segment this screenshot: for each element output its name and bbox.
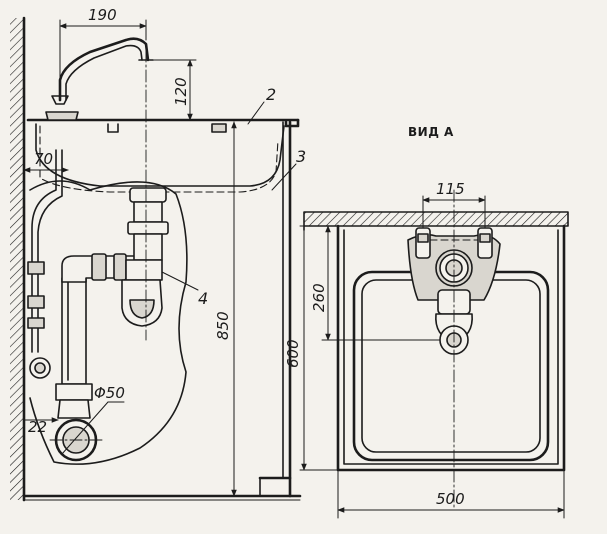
pipe-offset-value: 22 xyxy=(28,418,47,436)
dim-pipe-offset: 22 xyxy=(23,417,59,436)
faucet xyxy=(45,37,154,121)
sink-depth-value: 600 xyxy=(284,339,302,368)
dim-sink-depth: 600 xyxy=(284,225,339,471)
dim-hole-spacing: 115 xyxy=(422,180,486,229)
dim-sink-width: 500 xyxy=(337,469,565,519)
cutaway-outline xyxy=(29,180,188,465)
floor xyxy=(22,494,302,501)
dim-faucet-height: 120 xyxy=(149,59,197,121)
side-section-view: 190 120 70 850 Φ50 22 2 xyxy=(10,6,306,502)
cabinet xyxy=(258,120,292,498)
dim-total-height: 850 xyxy=(214,121,237,497)
svg-text:2: 2 xyxy=(266,85,276,104)
pipe-diameter-value: Φ50 xyxy=(94,384,125,402)
view-a-label: ВИД А xyxy=(408,125,454,139)
sink-width-value: 500 xyxy=(436,490,465,508)
supply-pipe xyxy=(27,149,63,379)
svg-text:3: 3 xyxy=(296,147,306,166)
total-height-value: 850 xyxy=(214,311,232,340)
wall xyxy=(10,16,26,502)
siphon-trap xyxy=(121,187,169,327)
view-a: ВИД А xyxy=(284,125,569,519)
svg-text:4: 4 xyxy=(198,289,208,308)
callout-3: 3 xyxy=(271,147,306,191)
dim-pipe-diameter: Φ50 xyxy=(61,384,125,455)
callout-2: 2 xyxy=(247,85,276,125)
dim-wall-offset: 70 xyxy=(23,149,69,179)
faucet-reach-value: 190 xyxy=(88,6,117,24)
dim-faucet-reach: 190 xyxy=(59,6,147,81)
dim-drain-height: 260 xyxy=(310,225,441,341)
faucet-height-value: 120 xyxy=(172,77,190,106)
drain-riser xyxy=(49,277,103,462)
hole-spacing-value: 115 xyxy=(436,180,465,198)
countertop xyxy=(303,211,569,231)
branch-pipe xyxy=(61,253,137,283)
drain-height-value: 260 xyxy=(310,283,328,312)
wall-offset-value: 70 xyxy=(34,150,53,168)
callout-4: 4 xyxy=(161,271,208,308)
faucet-plan xyxy=(415,227,493,287)
